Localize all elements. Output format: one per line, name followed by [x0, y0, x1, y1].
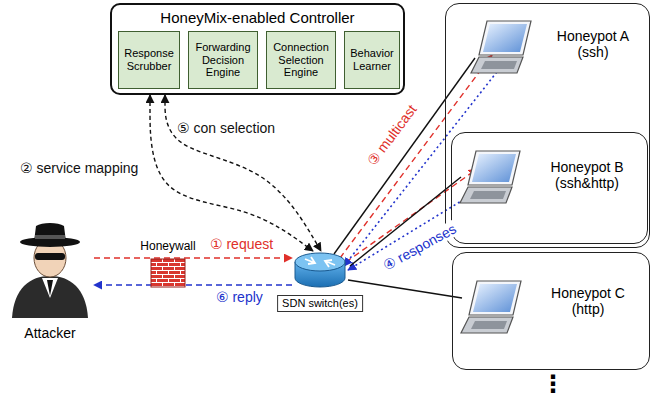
message-arrow: [94, 284, 292, 285]
edge-label: ② service mapping: [18, 160, 140, 176]
edge-label: ① request: [208, 236, 275, 252]
continuation-mark: ⋮: [541, 372, 565, 396]
node-label: Attacker: [2, 325, 98, 341]
message-arrow: [150, 95, 313, 251]
brick-wall: [150, 258, 186, 288]
module-box: Behavior Learner: [344, 31, 400, 89]
firewall-icon: Honeywall: [128, 240, 208, 295]
attacker-icon: [2, 218, 98, 318]
edge-label: ⑥ reply: [214, 289, 265, 305]
module-box: Connection Selection Engine: [266, 31, 336, 89]
honeypot-box: Honeypot A (ssh) Honeypot B (ssh&http): [445, 3, 650, 248]
module-label: Connection Selection Engine: [269, 41, 333, 79]
laptop-icon: [461, 279, 523, 335]
controller-box: HoneyMix-enabled ControllerResponse Scru…: [110, 3, 405, 95]
edge-label: ③ multicast: [363, 100, 421, 170]
laptop-icon: [460, 149, 522, 205]
honeypot-box: Honeypot B (ssh&http): [451, 132, 648, 244]
message-arrow: [94, 257, 292, 258]
edge-label: ④ responses: [379, 219, 461, 274]
node-label: Honeywall: [128, 240, 208, 254]
module-box: Response Scrubber: [118, 31, 180, 89]
node-label: Honeypot A (ssh): [546, 28, 640, 60]
module-label: Forwarding Decision Engine: [191, 41, 255, 79]
node-label: SDN switch(es): [277, 295, 363, 312]
module-label: Response Scrubber: [121, 47, 177, 72]
attacker-figure: Attacker: [2, 218, 98, 343]
router-icon: [293, 250, 347, 292]
message-arrow: [165, 95, 321, 251]
controller-title: HoneyMix-enabled Controller: [112, 5, 403, 26]
module-box: Forwarding Decision Engine: [188, 31, 258, 89]
module-label: Behavior Learner: [347, 47, 397, 72]
node-label: Honeypot C (http): [541, 285, 635, 317]
honeypot-box: Honeypot C (http): [452, 252, 650, 370]
laptop-icon: [471, 19, 533, 75]
node-label: Honeypot B (ssh&http): [540, 159, 634, 191]
link-line: [348, 280, 462, 298]
switch-icon: SDN switch(es): [268, 250, 372, 320]
edge-label: ⑤ con selection: [175, 120, 277, 136]
